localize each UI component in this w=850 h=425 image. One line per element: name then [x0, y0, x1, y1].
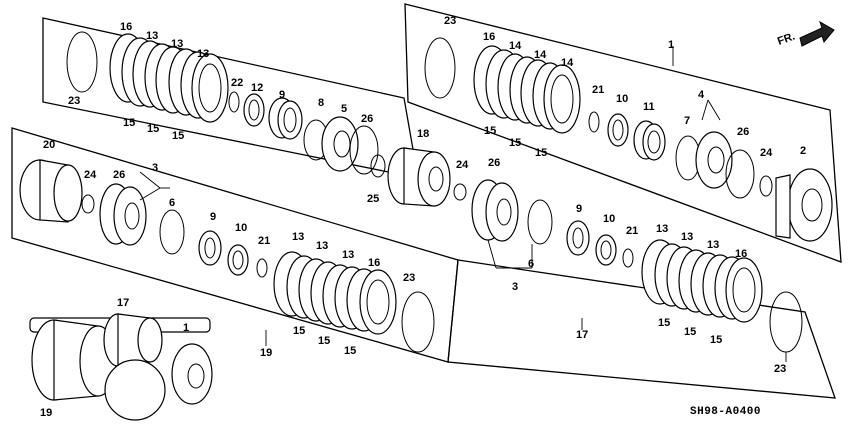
label-23-tr: 23 [444, 15, 456, 27]
label-15-tl-c: 15 [172, 130, 184, 142]
label-9-bl: 9 [210, 211, 216, 223]
bottom-right-parts [641, 239, 803, 353]
label-15-bl-c: 15 [344, 345, 356, 357]
label-16-tr: 16 [483, 31, 495, 43]
label-4: 4 [698, 89, 705, 101]
label-15-br-b: 15 [684, 326, 696, 338]
label-23-tl: 23 [68, 95, 80, 107]
label-13-tl-b: 13 [171, 38, 183, 50]
label-13-bl-b: 13 [316, 240, 328, 252]
label-17-frame: 17 [576, 329, 588, 341]
label-10-mid: 10 [603, 213, 615, 225]
label-18: 18 [417, 128, 429, 140]
label-15-tr-c: 15 [535, 147, 547, 159]
label-9-tl: 9 [279, 89, 285, 101]
label-14-c: 14 [561, 57, 574, 69]
label-2: 2 [800, 145, 806, 157]
front-direction-arrow: FR. [776, 20, 835, 48]
label-14-a: 14 [509, 40, 522, 52]
label-23-br: 23 [774, 363, 786, 375]
label-13-tl-a: 13 [146, 30, 158, 42]
diagram-code: SH98-A0400 [690, 406, 761, 418]
bottom-left-parts [19, 159, 435, 353]
label-19-frame: 19 [260, 347, 272, 359]
label-16-tl: 16 [120, 21, 132, 33]
label-6-mid: 6 [528, 258, 534, 270]
label-8: 8 [318, 97, 324, 109]
label-24-tr: 24 [760, 147, 773, 159]
label-10-tr: 10 [616, 93, 628, 105]
label-15-bl-b: 15 [318, 335, 330, 347]
part-labels: 16 13 13 13 15 15 15 22 12 9 8 5 26 25 2… [40, 15, 806, 419]
label-21-tr: 21 [592, 84, 604, 96]
label-13-br-c: 13 [707, 239, 719, 251]
label-20: 20 [43, 139, 55, 151]
frame-bottom-right [447, 259, 836, 399]
label-19-assembly: 19 [40, 407, 52, 419]
label-17-assembly: 17 [117, 297, 129, 309]
label-26-mid: 26 [488, 157, 500, 169]
label-11: 11 [643, 101, 655, 113]
label-1-assembly: 1 [183, 322, 189, 334]
label-13-br-a: 13 [656, 223, 668, 235]
label-15-br-a: 15 [658, 317, 670, 329]
clutch-assembly-illustration [29, 313, 213, 421]
label-15-br-c: 15 [710, 334, 722, 346]
label-13-bl-a: 13 [292, 231, 304, 243]
label-15-tl-b: 15 [147, 123, 159, 135]
label-9-mid: 9 [576, 203, 582, 215]
label-21-bl: 21 [258, 235, 270, 247]
label-26-tr: 26 [737, 126, 749, 138]
label-26-bl: 26 [113, 169, 125, 181]
label-13-br-b: 13 [681, 231, 693, 243]
label-24-mid: 24 [456, 159, 469, 171]
label-21-mid: 21 [626, 225, 638, 237]
label-23-bl: 23 [403, 272, 415, 284]
middle-parts [387, 147, 634, 268]
label-7: 7 [684, 115, 690, 127]
label-24-bl: 24 [84, 169, 97, 181]
label-15-bl-a: 15 [293, 325, 305, 337]
top-right-parts [424, 37, 833, 242]
label-5: 5 [341, 103, 347, 115]
top-left-parts [66, 31, 386, 178]
label-1-tr: 1 [668, 39, 674, 51]
label-13-tl-c: 13 [197, 48, 209, 60]
front-direction-label: FR. [776, 30, 797, 47]
label-6-bl: 6 [169, 197, 175, 209]
label-3-mid: 3 [512, 281, 518, 293]
label-16-bl: 16 [368, 257, 380, 269]
label-13-bl-c: 13 [342, 249, 354, 261]
frame-top-right [404, 3, 842, 263]
label-14-b: 14 [534, 49, 547, 61]
label-3-bl: 3 [152, 162, 158, 174]
label-15-tr-a: 15 [484, 125, 496, 137]
label-26-tl: 26 [361, 113, 373, 125]
label-22: 22 [231, 77, 243, 89]
label-15-tl-a: 15 [123, 117, 135, 129]
label-12: 12 [251, 82, 263, 94]
label-10-bl: 10 [235, 222, 247, 234]
label-25: 25 [367, 193, 379, 205]
label-16-br: 16 [735, 248, 747, 260]
leader-lines [139, 46, 787, 362]
label-15-tr-b: 15 [509, 137, 521, 149]
